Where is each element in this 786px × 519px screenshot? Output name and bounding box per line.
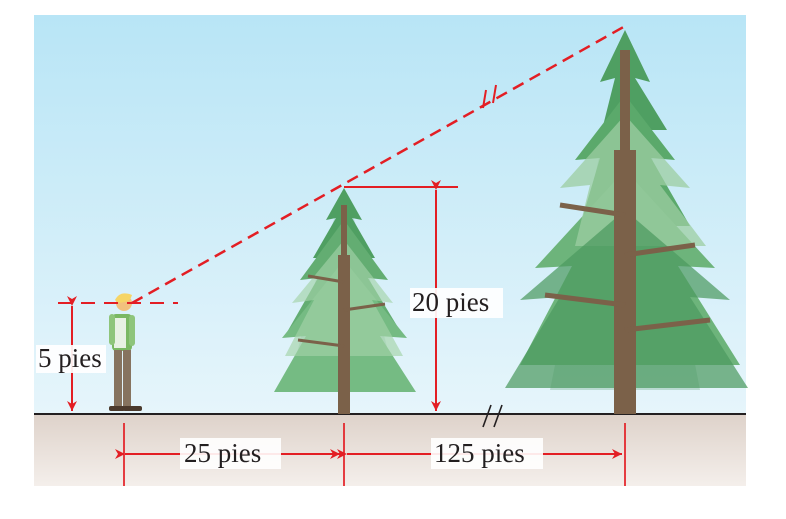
small-to-large-tree-label: 125 pies: [434, 438, 525, 468]
small-tree-height-label: 20 pies: [412, 287, 489, 317]
person-to-small-tree-label: 25 pies: [184, 438, 261, 468]
person-icon: [109, 293, 142, 411]
small-tree-icon: [274, 188, 416, 414]
sight-break-mark-icon: [482, 84, 497, 109]
break-mark-icon: [482, 404, 503, 428]
large-tree-icon: [505, 30, 748, 414]
person-height-label: 5 pies: [38, 343, 102, 373]
ground: [34, 414, 746, 486]
